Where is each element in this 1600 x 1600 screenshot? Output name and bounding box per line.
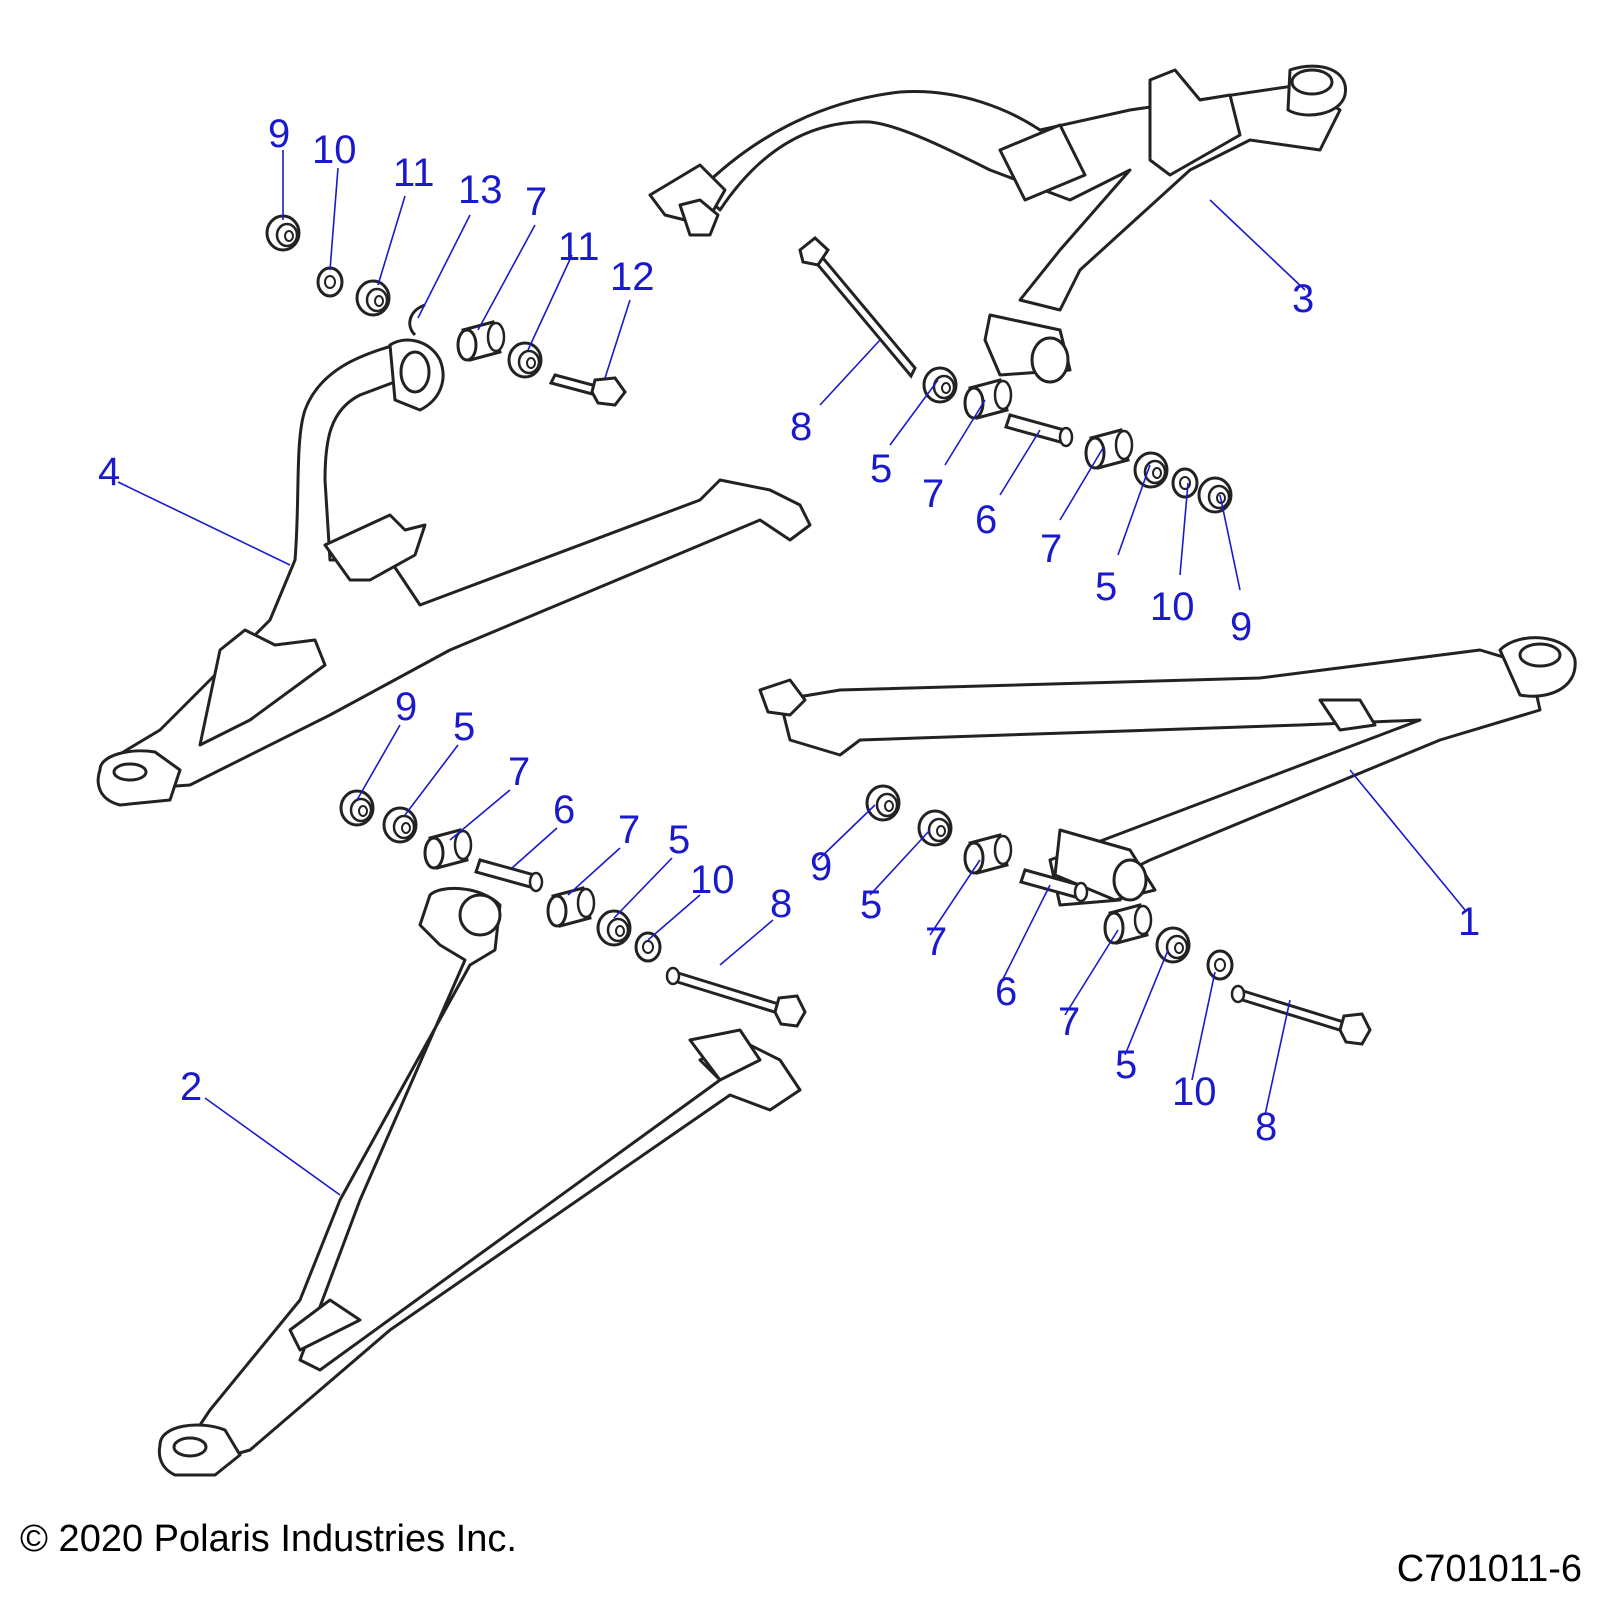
callout-6: 6: [995, 970, 1017, 1014]
callout-5: 5: [668, 818, 690, 862]
callout-9: 9: [1230, 605, 1252, 649]
callout-7: 7: [922, 472, 944, 516]
callout-6: 6: [553, 788, 575, 832]
callout-1: 1: [1458, 900, 1480, 944]
callout-10: 10: [690, 858, 735, 902]
upper-a-arm-part-3: [648, 64, 1347, 384]
callout-10: 10: [1172, 1070, 1217, 1114]
callout-8: 8: [1255, 1105, 1277, 1149]
copyright-notice: © 2020 Polaris Industries Inc.: [20, 1518, 517, 1560]
drawing-number: C701011-6: [1396, 1548, 1582, 1590]
callout-7: 7: [1058, 1000, 1080, 1044]
callout-7: 7: [508, 750, 530, 794]
lower-a-arm-part-1: [758, 636, 1577, 907]
callout-3: 3: [1292, 277, 1314, 321]
callout-6: 6: [975, 498, 997, 542]
callout-10: 10: [1150, 585, 1195, 629]
callout-7: 7: [525, 180, 547, 224]
callout-7: 7: [925, 920, 947, 964]
callout-10: 10: [312, 128, 357, 172]
callout-11: 11: [558, 225, 600, 269]
callout-5: 5: [1115, 1043, 1137, 1087]
callout-7: 7: [618, 808, 640, 852]
callout-5: 5: [453, 705, 475, 749]
callout-8: 8: [790, 405, 812, 449]
callout-5: 5: [860, 883, 882, 927]
callout-8: 8: [770, 882, 792, 926]
callout-4: 4: [98, 450, 120, 494]
upper-a-arm-part-4: [96, 338, 812, 807]
leader-lines: [117, 150, 1466, 1196]
callout-11: 11: [393, 151, 435, 195]
callout-5: 5: [870, 447, 892, 491]
hardware-group-upper-right: [798, 236, 1233, 514]
callout-labels: 9 10 11 13 7 11 12 3 8 5 7 6 7 5 10 9 4 …: [98, 112, 1480, 1149]
callout-7: 7: [1040, 527, 1062, 571]
callout-2: 2: [180, 1065, 202, 1109]
callout-13: 13: [458, 168, 503, 212]
callout-5: 5: [1095, 565, 1117, 609]
callout-9: 9: [268, 112, 290, 156]
lower-a-arm-part-2: [157, 886, 802, 1477]
hardware-group-upper-left: [265, 214, 627, 407]
callout-9: 9: [810, 845, 832, 889]
callout-12: 12: [610, 255, 655, 299]
callout-9: 9: [395, 685, 417, 729]
